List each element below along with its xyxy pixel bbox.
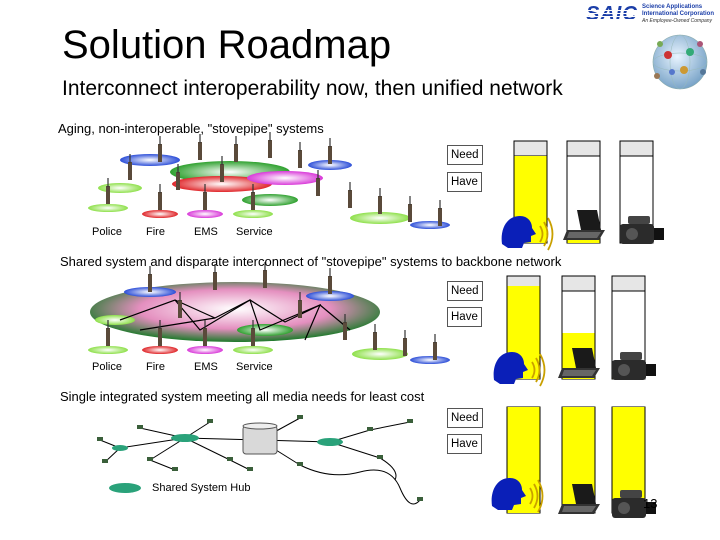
section-1-fire-label: Fire [146, 226, 165, 238]
section-2-have-label: Have [447, 307, 482, 327]
section-2-ems-label: EMS [194, 361, 218, 373]
video-camera-icon [612, 352, 656, 380]
saic-logo-line-1: Science Applications [642, 4, 703, 10]
section-1-have-label: Have [447, 172, 482, 192]
section-1-police-label: Police [92, 226, 122, 238]
laptop-icon [563, 210, 605, 240]
media-icons [491, 210, 664, 518]
section-2-bar-3-need-cap [611, 275, 646, 292]
section-3-have-label: Have [447, 434, 482, 454]
voice-icon [491, 478, 544, 513]
section-2-police-label: Police [92, 361, 122, 373]
section-2-caption: Shared system and disparate interconnect… [60, 254, 562, 269]
section-1-ems-label: EMS [194, 226, 218, 238]
section-3-need-label: Need [447, 408, 483, 428]
stovepipe-network-diagram [88, 132, 450, 229]
video-camera-icon [620, 216, 664, 244]
section-2-fire-label: Fire [146, 361, 165, 373]
page-title: Solution Roadmap [62, 23, 392, 67]
section-1-need-label: Need [447, 145, 483, 165]
section-1-caption: Aging, non-interoperable, "stovepipe" sy… [58, 121, 324, 136]
saic-logo-line-3: An Employee-Owned Company [642, 18, 713, 24]
voice-icon [501, 216, 554, 251]
laptop-icon [558, 348, 600, 378]
section-1-bar-2-have-fill [567, 238, 600, 243]
laptop-icon [558, 484, 600, 514]
section-1-service-label: Service [236, 226, 273, 238]
need-have-bars [506, 140, 654, 514]
saic-logo: SAIC Science Applications International … [586, 3, 716, 29]
section-2-service-label: Service [236, 361, 273, 373]
section-3-caption: Single integrated system meeting all med… [60, 389, 425, 404]
voice-icon [493, 352, 546, 387]
page-number: 13 [643, 496, 658, 511]
page-subtitle: Interconnect interoperability now, then … [62, 77, 563, 100]
section-2-need-label: Need [447, 281, 483, 301]
video-camera-icon [612, 490, 656, 518]
section-1-bar-2-need-cap [566, 140, 601, 157]
backbone-network-diagram [88, 262, 450, 364]
saic-logo-line-2: International Corporation [642, 11, 714, 17]
globe-icon [652, 34, 708, 90]
section-1-bar-3-need-cap [619, 140, 654, 157]
hub-legend-swatch [109, 483, 141, 493]
section-1-bar-1-need-cap [513, 140, 548, 157]
section-2-bar-2-need-cap [561, 275, 596, 292]
hub-legend-label: Shared System Hub [152, 482, 251, 494]
saic-logo-stripes [586, 8, 636, 22]
integrated-network-diagram [97, 415, 423, 505]
